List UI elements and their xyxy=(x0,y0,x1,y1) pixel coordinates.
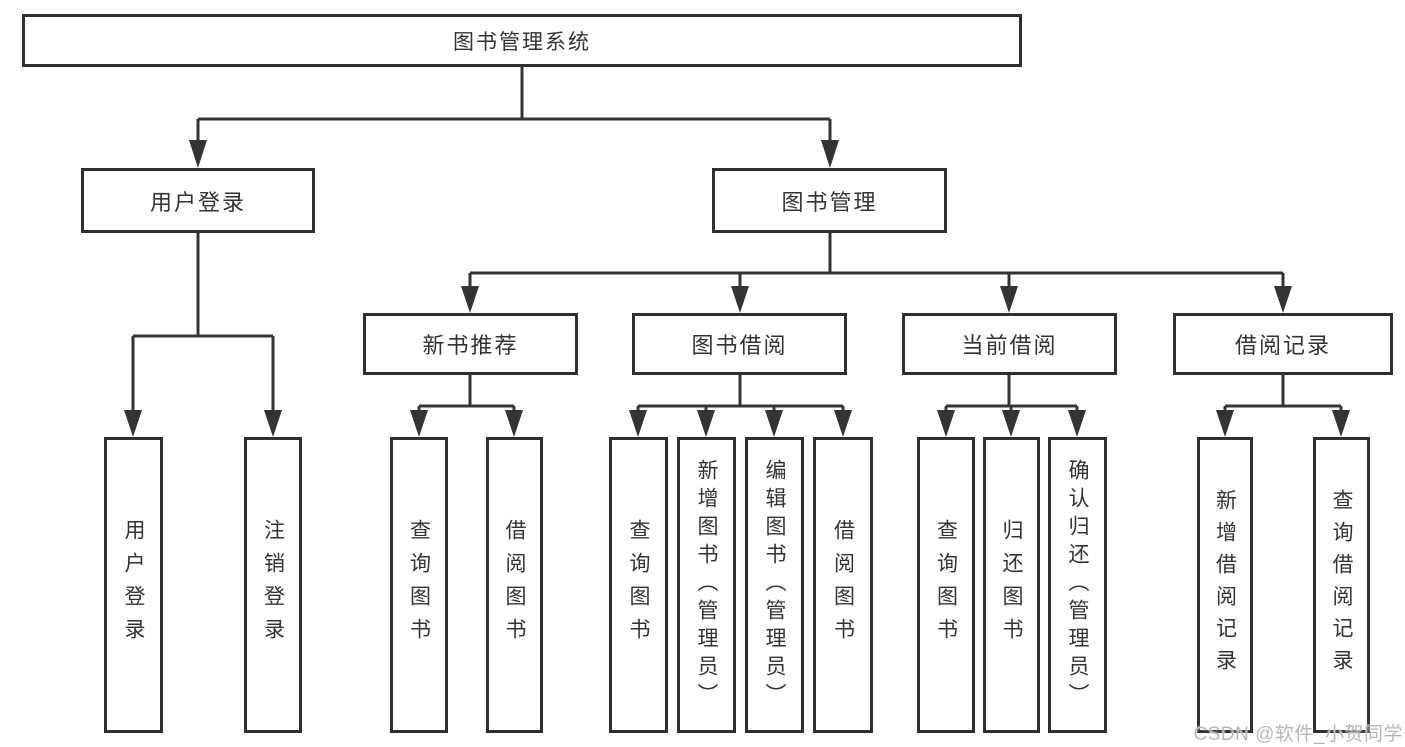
leaf-query-books-3: 查询图书 xyxy=(917,437,975,733)
leaf-confirm-return-label: 确认归还（管理员） xyxy=(1066,459,1089,711)
leaf-borrow-books-1-label: 借阅图书 xyxy=(503,519,526,651)
leaf-query-books-1-label: 查询图书 xyxy=(407,519,431,651)
node-new-book-recommendation: 新书推荐 xyxy=(363,313,578,375)
node-user-login-label: 用户登录 xyxy=(149,189,246,215)
leaf-query-books-2: 查询图书 xyxy=(609,437,668,733)
connector-user-login-rail xyxy=(131,233,275,414)
leaf-user-login-label: 用户登录 xyxy=(122,519,145,651)
leaf-logout-label: 注销登录 xyxy=(261,519,285,651)
leaf-confirm-return: 确认归还（管理员） xyxy=(1048,437,1107,733)
node-root-label: 图书管理系统 xyxy=(453,30,591,54)
node-book-management: 图书管理 xyxy=(712,168,947,233)
node-current-borrowing-label: 当前借阅 xyxy=(961,333,1058,358)
node-root: 图书管理系统 xyxy=(22,14,1022,67)
connector-new-book-rail xyxy=(417,375,516,414)
leaf-borrow-books-1: 借阅图书 xyxy=(486,437,543,733)
connector-book-management-rail xyxy=(468,233,1285,290)
leaf-edit-books-label: 编辑图书（管理员） xyxy=(763,459,786,711)
leaf-query-books-2-label: 查询图书 xyxy=(627,519,650,651)
csdn-watermark: CSDN @软件_小贺同学 xyxy=(1193,724,1403,745)
node-book-borrowing: 图书借阅 xyxy=(632,313,847,375)
leaf-add-borrow-record-label: 新增借阅记录 xyxy=(1213,489,1237,681)
node-book-management-label: 图书管理 xyxy=(781,189,878,215)
node-new-book-recommendation-label: 新书推荐 xyxy=(422,333,519,358)
connector-borrowing-records-rail xyxy=(1223,375,1343,414)
connector-book-borrowing-rail xyxy=(636,375,845,414)
node-current-borrowing: 当前借阅 xyxy=(902,313,1117,375)
leaf-user-login: 用户登录 xyxy=(104,437,163,733)
node-borrowing-records-label: 借阅记录 xyxy=(1234,333,1331,358)
leaf-query-borrow-record: 查询借阅记录 xyxy=(1313,437,1370,733)
leaf-return-books: 归还图书 xyxy=(983,437,1040,733)
leaf-query-books-3-label: 查询图书 xyxy=(934,519,958,651)
leaf-add-books: 新增图书（管理员） xyxy=(677,437,736,733)
node-borrowing-records: 借阅记录 xyxy=(1173,313,1393,375)
leaf-add-borrow-record: 新增借阅记录 xyxy=(1197,437,1253,733)
leaf-borrow-books-2: 借阅图书 xyxy=(813,437,873,733)
leaf-query-borrow-record-label: 查询借阅记录 xyxy=(1330,489,1353,681)
connector-current-borrowing-rail xyxy=(944,375,1079,414)
leaf-add-books-label: 新增图书（管理员） xyxy=(695,459,718,711)
arrowheads xyxy=(124,140,1350,437)
node-book-borrowing-label: 图书借阅 xyxy=(691,333,788,358)
node-user-login: 用户登录 xyxy=(81,168,315,233)
leaf-borrow-books-2-label: 借阅图书 xyxy=(831,519,855,651)
connector-root-rail xyxy=(196,66,832,142)
leaf-return-books-label: 归还图书 xyxy=(1000,519,1023,651)
leaf-query-books-1: 查询图书 xyxy=(390,437,448,733)
leaf-edit-books: 编辑图书（管理员） xyxy=(745,437,804,733)
leaf-logout: 注销登录 xyxy=(244,437,302,733)
